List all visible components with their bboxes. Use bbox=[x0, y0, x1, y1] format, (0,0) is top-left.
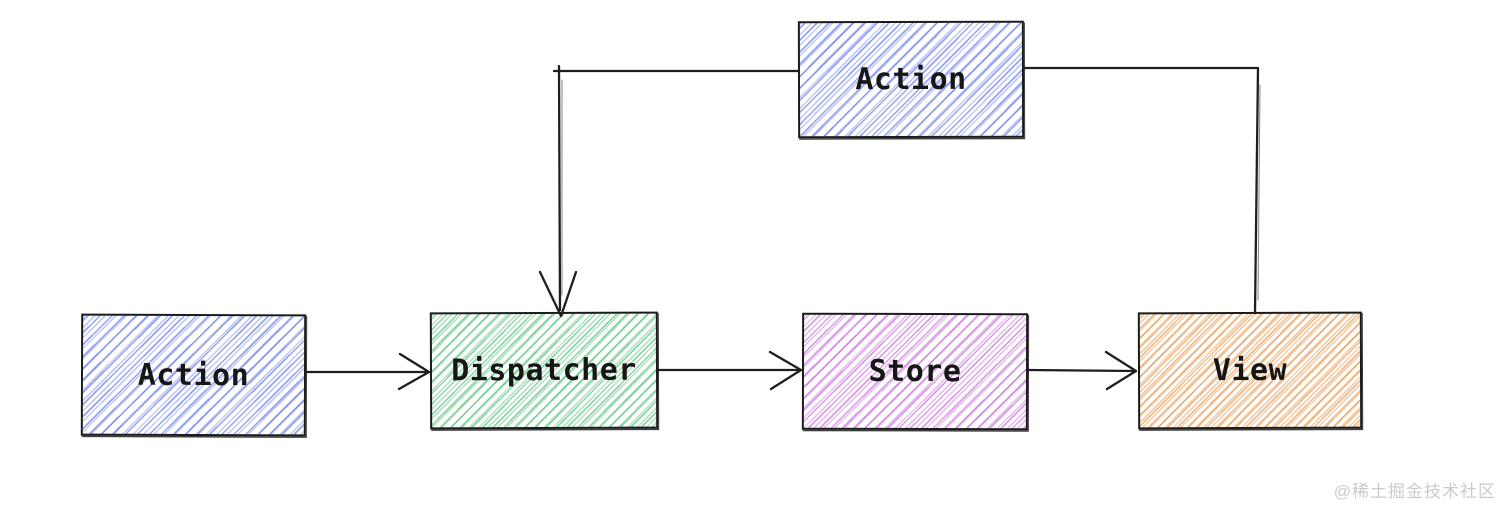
edge-line bbox=[1023, 66, 1260, 315]
node-label: Action bbox=[137, 357, 250, 393]
node-label: Action bbox=[855, 61, 967, 98]
node-store: Store bbox=[801, 312, 1029, 431]
edge-action-to-dispatcher bbox=[304, 352, 431, 391]
arrowhead-right-icon bbox=[768, 350, 803, 391]
edge-view-to-action-top bbox=[1023, 66, 1261, 315]
edge-line bbox=[1027, 368, 1136, 373]
node-dispatcher: Dispatcher bbox=[429, 311, 659, 430]
node-label: Dispatcher bbox=[451, 352, 637, 389]
node-view: View bbox=[1137, 311, 1363, 430]
node-label: Store bbox=[868, 353, 962, 390]
node-action-top: Action bbox=[797, 20, 1025, 139]
edge-dispatcher-to-store bbox=[657, 350, 803, 391]
node-action-left: Action bbox=[80, 313, 307, 437]
arrowhead-right-icon bbox=[397, 352, 431, 391]
arrowhead-right-icon bbox=[1104, 350, 1138, 391]
node-label: View bbox=[1212, 352, 1288, 389]
watermark: @稀土掘金技术社区 bbox=[1333, 482, 1496, 501]
edge-line-doubled bbox=[1257, 84, 1261, 301]
edge-action-top-to-dispatcher bbox=[538, 64, 801, 318]
arrowhead-down-icon bbox=[538, 270, 578, 318]
edge-store-to-view bbox=[1027, 350, 1138, 391]
edge-line bbox=[557, 64, 562, 312]
